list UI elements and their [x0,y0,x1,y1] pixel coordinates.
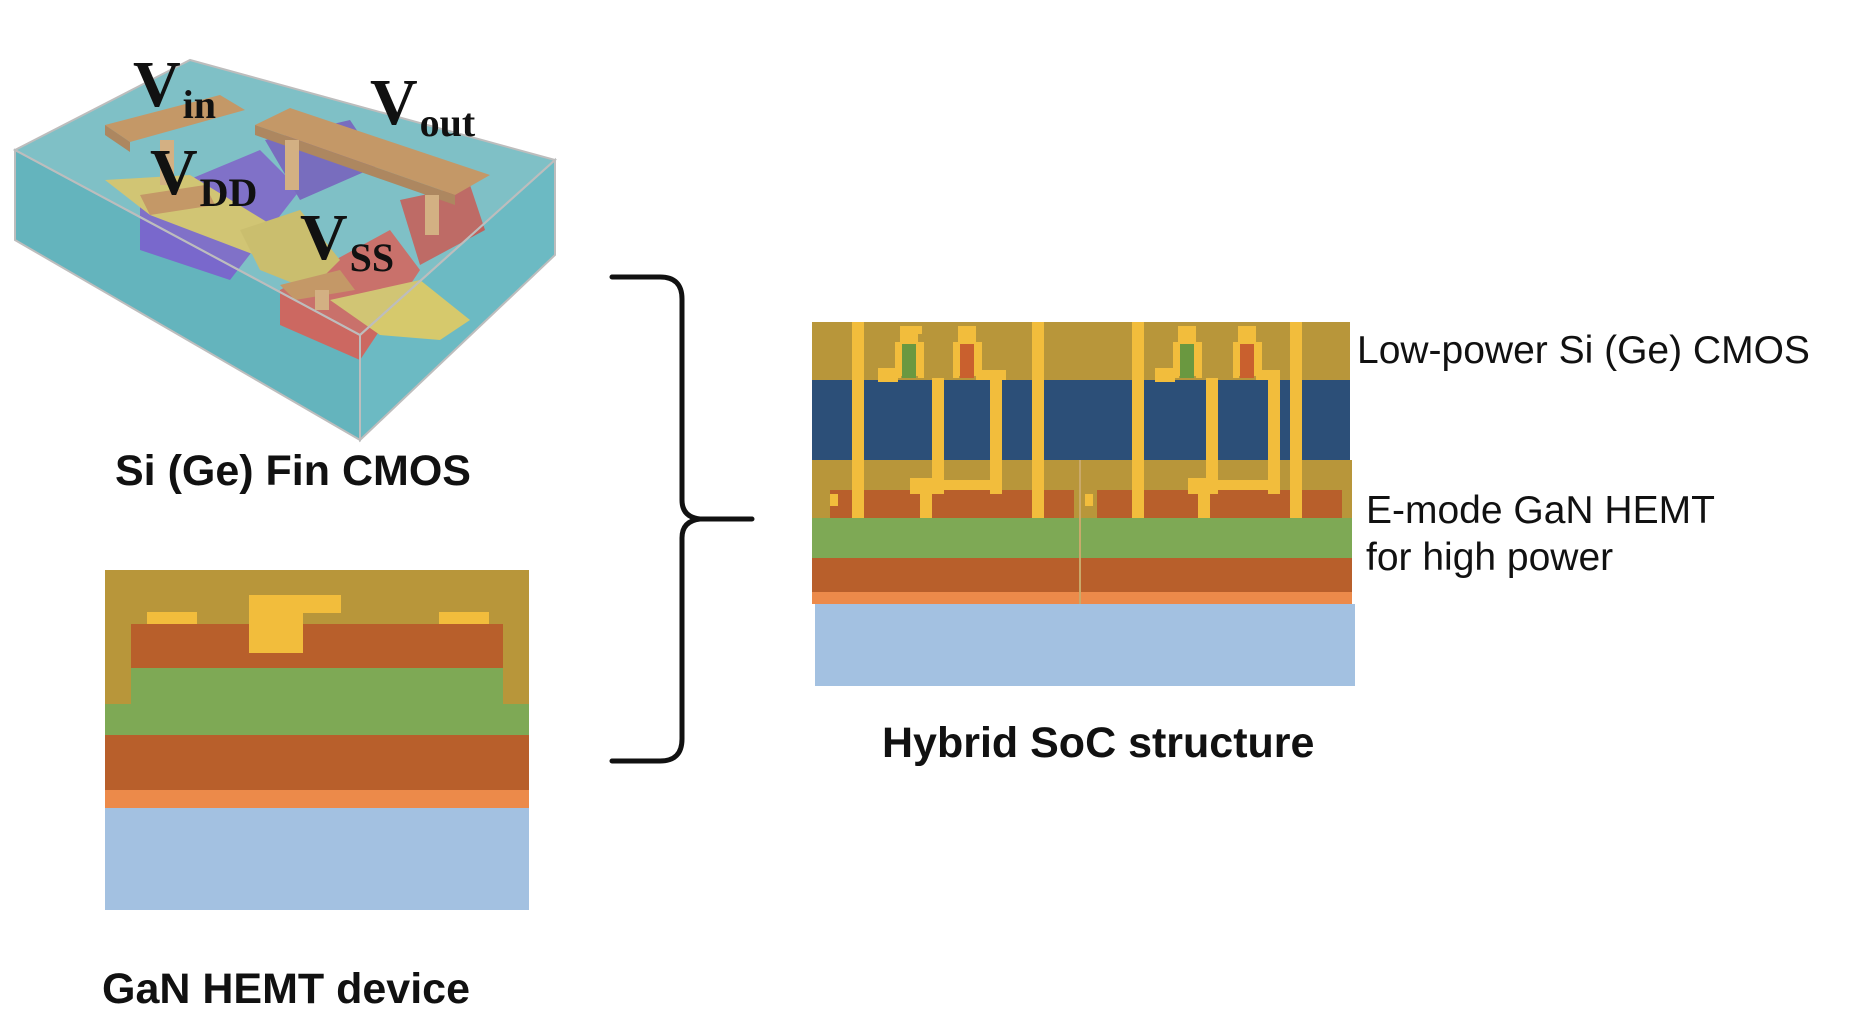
fin-cmos-3d-illustration [12,58,558,443]
soc-cmos-gate-red-left [960,344,974,378]
hybrid-soc-caption: Hybrid SoC structure [882,719,1315,767]
soc-buffer [812,592,1352,604]
pmos-region [280,230,420,360]
gan-hemt-caption: GaN HEMT device [102,965,470,1013]
fin-substrate-right-face [360,160,555,440]
soc-label-cmos: Low-power Si (Ge) CMOS [1357,329,1810,372]
vss-bar [280,270,355,300]
bracket-path [609,274,755,764]
hemt-source-contact [147,612,197,624]
vin-bar-side [105,125,130,152]
soc-cmos-gate-green-right [1180,344,1194,378]
gate-fin-middle [240,210,340,290]
dielectric-box-right [359,157,556,443]
soc-substrate [815,604,1355,686]
soc-label-hemt-line2: for high power [1366,536,1614,579]
vout-label: Vout [370,70,475,143]
hemt-drain-contact [439,612,489,624]
vin-bar [105,95,245,142]
gate-fin-lower [330,280,470,340]
hemt-substrate [105,808,529,910]
soc-cmos-gate-green-left [902,344,916,378]
hemt-gate-stem [249,595,303,653]
fin-cmos-caption: Si (Ge) Fin CMOS [115,447,471,495]
combine-bracket [609,274,755,764]
hemt-buffer [105,790,529,808]
via [315,290,329,310]
vss-label: VSS [300,205,394,278]
vout-subscript: out [419,100,476,145]
fin-substrate-left-face [15,150,360,440]
vin-symbol: V [133,48,181,121]
vin-label: Vin [133,52,216,125]
via [160,140,174,185]
vss-symbol: V [300,201,348,274]
vdd-bar [140,185,215,215]
vout-symbol: V [370,66,418,139]
hemt-bottom-layer [105,735,529,790]
vdd-label: VDD [150,140,257,213]
vdd-subscript: DD [199,170,258,215]
soc-gan-channel [812,518,1352,558]
via [285,140,299,190]
hemt-algan-barrier [131,624,503,668]
hemt-gan-channel-inner [131,668,503,735]
soc-cmos-layer [812,380,1350,460]
vout-bar [255,108,490,195]
vin-subscript: in [182,82,217,127]
soc-cmos-gate-red-right [1240,344,1254,378]
pmos-region-right [400,185,485,265]
gan-hemt-cross-section [105,570,529,910]
vss-subscript: SS [349,235,395,280]
soc-label-hemt-line1: E-mode GaN HEMT [1366,489,1715,532]
via [425,195,439,235]
soc-bottom-layer [812,558,1352,592]
hybrid-soc-cross-section [812,322,1355,686]
vout-bar-side [255,125,455,205]
vdd-symbol: V [150,136,198,209]
